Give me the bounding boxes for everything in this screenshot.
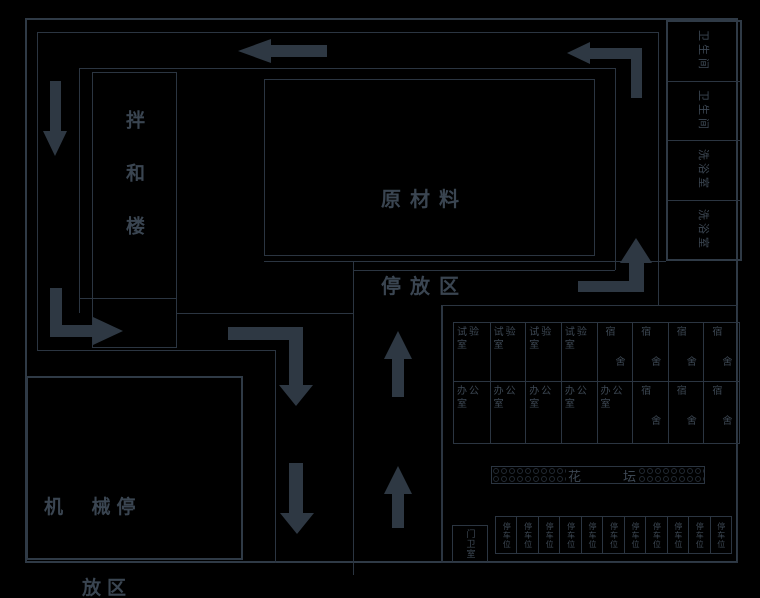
test-room-cell: 试验室 (489, 323, 526, 381)
road-edge-right (658, 32, 659, 305)
road-edge-mid-horizontal (353, 270, 615, 271)
test-room-cell: 试验室 (525, 323, 561, 381)
flow-arrow-bottomleft-head (93, 317, 123, 345)
test-room-cell: 试验室 (560, 323, 597, 381)
parking-space-cell: 停车位 (646, 517, 668, 553)
road-edge-center-left (353, 261, 354, 575)
parking-space-cell: 停车位 (716, 521, 726, 549)
flow-arrow-center-shaft-h (228, 327, 303, 340)
parking-space-cell: 停车位 (539, 517, 561, 553)
road-edge-center-right (441, 305, 442, 563)
parking-space-cell: 停车位 (689, 517, 711, 553)
side-rooms-column: 卫生间 卫生间 洗浴室 洗浴室 (666, 20, 742, 261)
flow-arrow-center-shaft-v (289, 327, 303, 385)
parking-space-cell: 停车位 (496, 517, 518, 553)
dorm-cell: 宿舍 (632, 381, 668, 443)
shower-room-2-label: 洗浴室 (697, 208, 709, 251)
rooms-enclosure (442, 305, 738, 563)
flower-bed: 花 坛 (491, 466, 705, 484)
dorm-cell: 宿舍 (667, 381, 704, 443)
flow-arrow-right-head (620, 238, 652, 263)
dorm-cell: 宿舍 (703, 381, 739, 443)
office-cell: 办公室 (596, 381, 633, 443)
office-cell: 办公室 (454, 381, 490, 443)
road-edge-top (37, 32, 658, 33)
office-cell: 办公室 (489, 381, 526, 443)
machinery-area-box (26, 376, 243, 560)
mixing-building-label: 拌和楼 (123, 110, 144, 269)
yard-boundary-top (79, 68, 615, 69)
raw-material-line2: 停放区 (381, 276, 468, 298)
flow-arrow-left-head (43, 131, 67, 156)
flower-bed-pattern-left (492, 467, 566, 483)
flow-arrow-centerlower-shaft (289, 463, 303, 514)
flow-arrow-midupper-head (384, 331, 412, 359)
parking-space-cell: 停车位 (668, 517, 690, 553)
road-edge-step-2 (177, 313, 353, 314)
flow-arrow-topright-head (567, 42, 590, 64)
parking-space-cell: 停车位 (603, 517, 625, 553)
parking-row: 停车位 停车位 停车位 停车位 停车位 停车位 停车位 停车位 停车位 停车位 … (495, 516, 732, 554)
flow-arrow-top-left-shaft (270, 45, 327, 57)
office-cell: 办公室 (560, 381, 597, 443)
road-edge-machinery-right (275, 350, 276, 563)
plan-outer-border (25, 18, 738, 563)
test-room-cell: 试验室 (457, 327, 481, 351)
toilet-room-2: 卫生间 (668, 82, 740, 141)
shower-room-2: 洗浴室 (668, 201, 740, 260)
toilet-room-1-label: 卫生间 (697, 30, 709, 73)
road-edge-machinery-top (37, 350, 275, 351)
machinery-line1: 机 械停 (44, 497, 142, 518)
shower-room-1-label: 洗浴室 (697, 149, 709, 192)
dorm-cell: 宿舍 (596, 323, 633, 381)
yard-boundary-right (615, 68, 616, 270)
flower-bed-char1: 花 (568, 468, 582, 484)
road-edge-left (37, 32, 38, 350)
raw-material-line1: 原材料 (381, 189, 468, 211)
toilet-room-2-label: 卫生间 (697, 89, 709, 132)
raw-material-area-box (264, 79, 595, 256)
office-cell: 办公室 (525, 381, 561, 443)
flow-arrow-centerlower-head (280, 513, 314, 534)
road-edge-step-1 (79, 298, 176, 299)
flower-bed-pattern-right (638, 467, 704, 483)
machinery-line2: 放区 (82, 578, 133, 598)
flow-arrow-midlower-shaft (392, 494, 404, 528)
flow-arrow-top-left-head (238, 39, 271, 63)
flow-arrow-center-head (279, 385, 313, 406)
parking-space-cell: 停车位 (625, 517, 647, 553)
rooms-grid: 试验室 试验室 试验室 试验室 宿舍 宿舍 宿舍 宿舍 办公室 办公室 办公室 … (453, 322, 740, 444)
yard-boundary-left (79, 68, 80, 313)
parking-space-cell: 停车位 (560, 517, 582, 553)
yard-boundary-bottom (264, 261, 666, 262)
flow-arrow-right-shaft-v (629, 262, 644, 292)
flower-bed-char2: 坛 (622, 468, 636, 484)
parking-space-cell: 停车位 (582, 517, 604, 553)
toilet-room-1: 卫生间 (668, 22, 740, 82)
raw-material-area-label: 原材料 停放区 (381, 128, 468, 360)
shower-room-1: 洗浴室 (668, 141, 740, 201)
guard-room-label: 门卫室 (465, 529, 476, 559)
flow-arrow-left-shaft (50, 81, 61, 132)
flow-arrow-midlower-head (384, 466, 412, 494)
flow-arrow-topright-shaft-h (589, 48, 642, 59)
guard-room-box: 门卫室 (452, 525, 488, 563)
parking-space-cell: 停车位 (517, 517, 539, 553)
flow-arrow-midupper-shaft (392, 359, 404, 397)
flow-arrow-right-shaft-h (578, 281, 644, 292)
dorm-cell: 宿舍 (632, 323, 668, 381)
flow-arrow-bottomleft-shaft-v (50, 288, 62, 337)
dorm-cell: 宿舍 (667, 323, 704, 381)
dorm-cell: 宿舍 (703, 323, 739, 381)
flow-arrow-bottomleft-shaft-h (50, 325, 93, 337)
mixing-building-box (92, 72, 177, 348)
flow-arrow-topright-shaft-v (631, 48, 642, 98)
machinery-area-label: 机 械停 放区 (44, 440, 142, 598)
